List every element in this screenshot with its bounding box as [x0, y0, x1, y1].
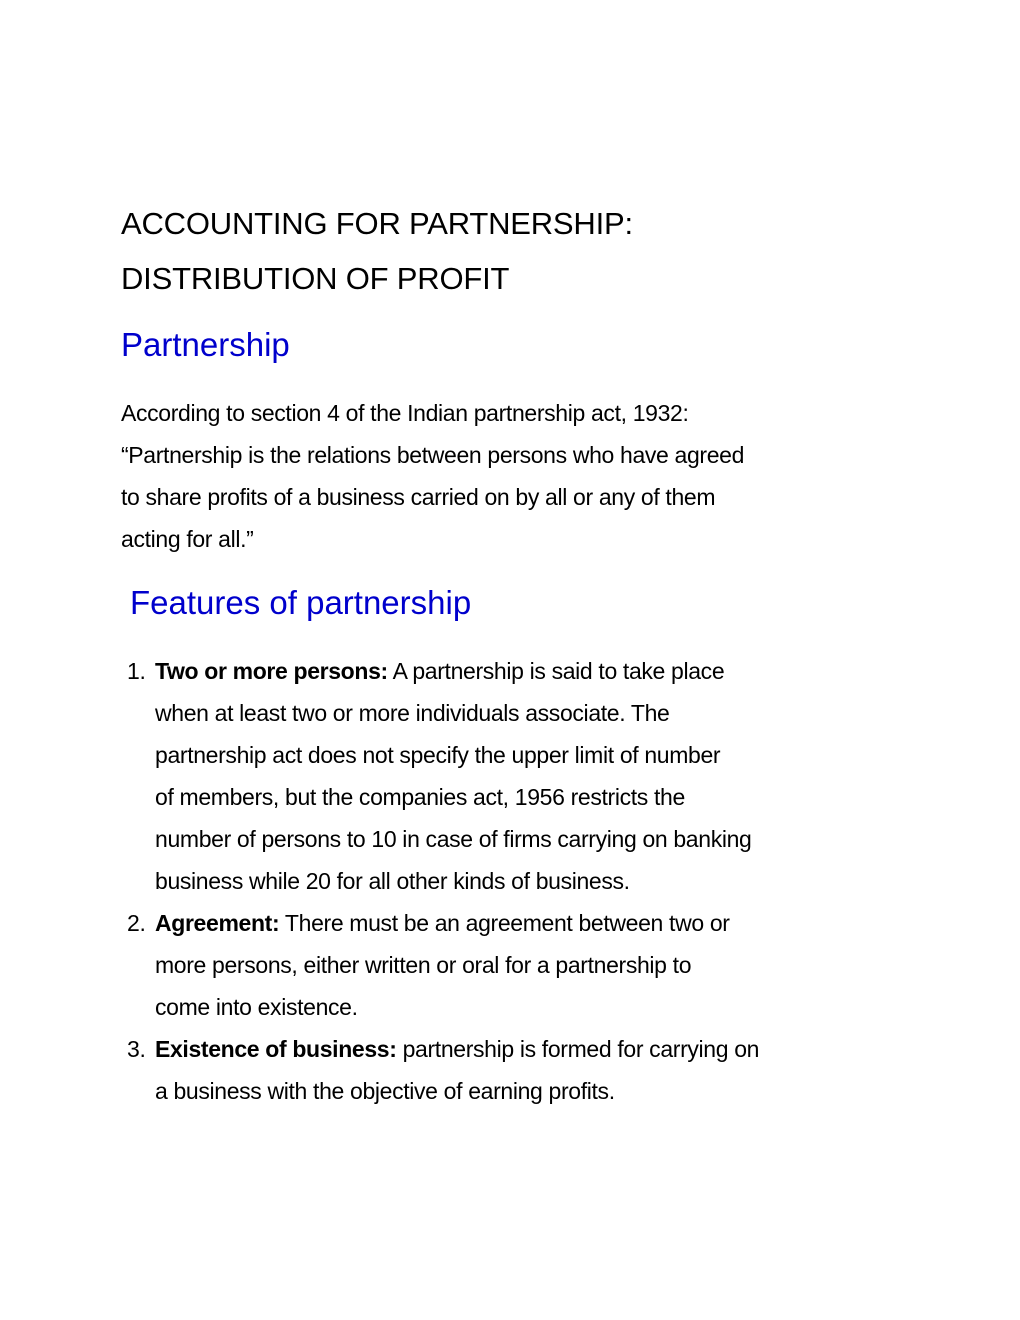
list-item-line: more persons, either written or oral for… [155, 952, 692, 978]
list-item-line: number of persons to 10 in case of firms… [155, 826, 752, 852]
list-item-line: a business with the objective of earning… [155, 1078, 615, 1104]
document-title: ACCOUNTING FOR PARTNERSHIP: DISTRIBUTION… [121, 196, 633, 306]
feature-text: partnership is formed for carrying on [396, 1036, 760, 1062]
title-line-2: DISTRIBUTION OF PROFIT [121, 261, 510, 296]
list-item-line: partnership act does not specify the upp… [155, 742, 721, 768]
feature-text: There must be an agreement between two o… [279, 910, 730, 936]
list-item-line: come into existence. [155, 994, 358, 1020]
features-list: 1. Two or more persons: A partnership is… [121, 650, 759, 1112]
section-heading-features: Features of partnership [130, 584, 472, 621]
list-item-first-line: Two or more persons: A partnership is sa… [155, 650, 759, 692]
list-item-line: business while 20 for all other kinds of… [155, 868, 630, 894]
list-item: 1. Two or more persons: A partnership is… [121, 650, 759, 902]
list-item-line: when at least two or more individuals as… [155, 700, 670, 726]
list-item-number: 2. [127, 910, 146, 936]
list-item-number: 3. [127, 1036, 146, 1062]
paragraph-line: to share profits of a business carried o… [121, 484, 716, 510]
section-heading-partnership: Partnership [121, 326, 290, 363]
list-item-first-line: Agreement: There must be an agreement be… [155, 902, 759, 944]
paragraph-line: acting for all.” [121, 526, 254, 552]
paragraph-line: “Partnership is the relations between pe… [121, 442, 745, 468]
feature-term: Agreement: [155, 910, 280, 936]
list-item: 2. Agreement: There must be an agreement… [121, 902, 759, 1028]
list-item-line: of members, but the companies act, 1956 … [155, 784, 685, 810]
paragraph-line: According to section 4 of the Indian par… [121, 400, 689, 426]
feature-term: Existence of business: [155, 1036, 397, 1062]
list-item-number: 1. [127, 658, 146, 684]
feature-term: Two or more persons: [155, 658, 388, 684]
list-item: 3. Existence of business: partnership is… [121, 1028, 759, 1112]
list-item-first-line: Existence of business: partnership is fo… [155, 1028, 759, 1070]
title-line-1: ACCOUNTING FOR PARTNERSHIP: [121, 206, 633, 241]
feature-text: A partnership is said to take place [387, 658, 725, 684]
partnership-definition-paragraph: According to section 4 of the Indian par… [121, 392, 744, 560]
